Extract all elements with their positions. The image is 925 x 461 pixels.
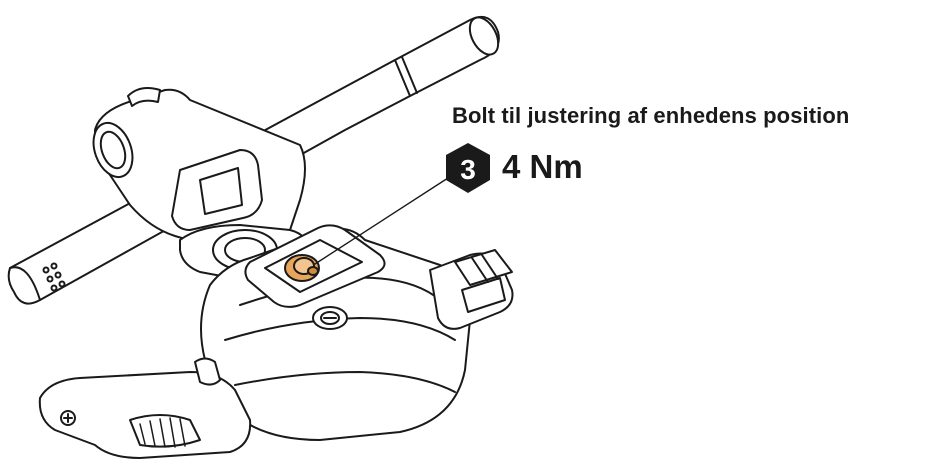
torque-value: 4 Nm [502,148,583,185]
shift-lever [38,357,252,459]
tool-number: 3 [460,154,476,185]
brake-clamp [92,87,306,260]
leader-line [314,177,449,265]
adjustment-bolt [284,254,320,282]
bolt-callout-title: Bolt til justering af enhedens position [452,103,850,128]
cable-adjuster [429,249,514,330]
hex-key-icon: 3 [446,143,490,193]
